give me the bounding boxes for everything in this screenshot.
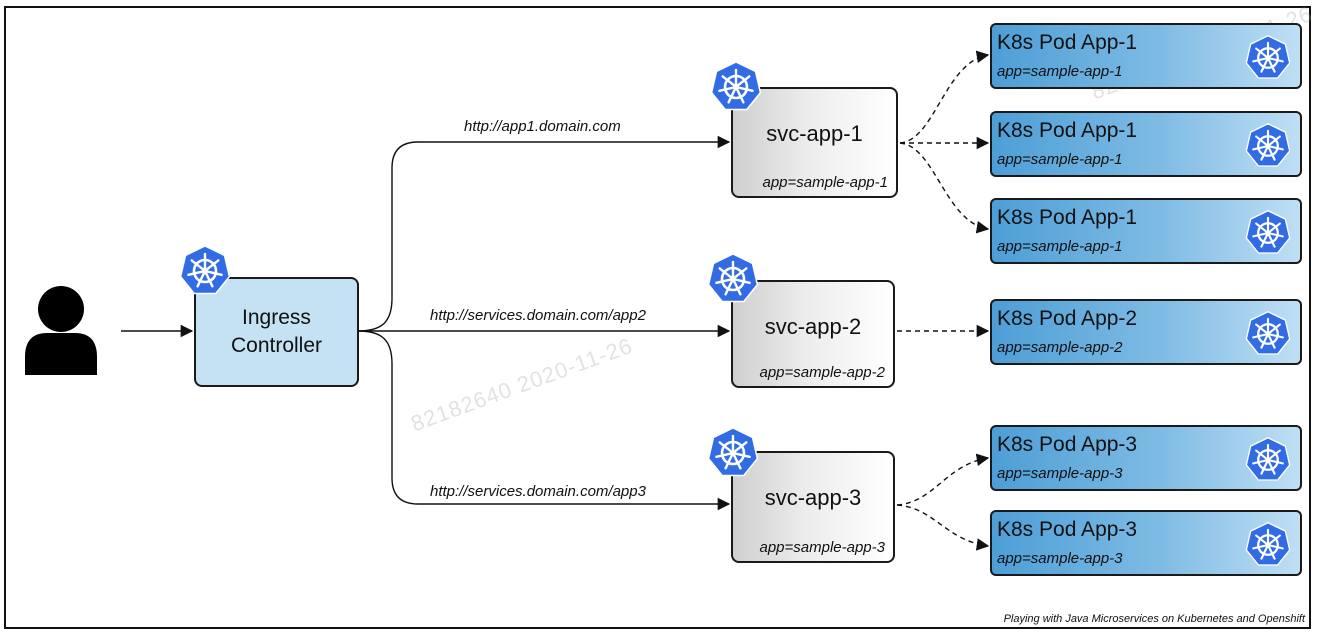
pod-box: K8s Pod App-3 app=sample-app-3 [990, 425, 1302, 491]
kubernetes-helm-icon [1245, 34, 1291, 80]
pod-name: K8s Pod App-1 [997, 206, 1138, 229]
route-url-app1: http://app1.domain.com [464, 118, 621, 135]
pod-box: K8s Pod App-2 app=sample-app-2 [990, 299, 1302, 365]
kubernetes-helm-icon [710, 60, 762, 111]
pod-selector: app=sample-app-1 [997, 63, 1123, 80]
service-box-app3: svc-app-3 app=sample-app-3 [731, 451, 895, 563]
svc1-to-pod3-arrow [899, 142, 990, 234]
route-arrow-app1 [357, 135, 731, 332]
pod-name: K8s Pod App-1 [997, 31, 1138, 54]
pod-box: K8s Pod App-1 app=sample-app-1 [990, 198, 1302, 264]
pod-name: K8s Pod App-2 [997, 307, 1138, 330]
pod-name: K8s Pod App-3 [997, 518, 1138, 541]
svc1-to-pod1-arrow [899, 50, 990, 144]
svc3-to-pod6-arrow [896, 504, 990, 551]
pod-selector: app=sample-app-2 [997, 339, 1123, 356]
service-box-app2: svc-app-2 app=sample-app-2 [731, 280, 895, 388]
pod-name: K8s Pod App-1 [997, 119, 1138, 142]
kubernetes-helm-icon [707, 252, 759, 303]
footer-caption: Playing with Java Microservices on Kuber… [1003, 613, 1305, 625]
kubernetes-helm-icon [1245, 436, 1291, 482]
svc3-to-pod5-arrow [896, 453, 990, 506]
service-name: svc-app-1 [766, 121, 863, 146]
ingress-label-line1: Ingress [242, 306, 311, 329]
pod-box: K8s Pod App-1 app=sample-app-1 [990, 23, 1302, 89]
kubernetes-helm-icon [1245, 122, 1291, 168]
pod-name: K8s Pod App-3 [997, 433, 1138, 456]
kubernetes-helm-icon [707, 426, 759, 477]
service-name: svc-app-3 [764, 485, 862, 510]
pod-selector: app=sample-app-1 [997, 151, 1123, 168]
pod-selector: app=sample-app-3 [997, 465, 1123, 482]
kubernetes-helm-icon [1245, 521, 1291, 567]
pod-box: K8s Pod App-1 app=sample-app-1 [990, 111, 1302, 177]
route-url-app3: http://services.domain.com/app3 [430, 483, 646, 500]
ingress-label-line2: Controller [230, 334, 323, 357]
ingress-controller-box: Ingress Controller [194, 277, 359, 387]
pod-box: K8s Pod App-3 app=sample-app-3 [990, 510, 1302, 576]
kubernetes-helm-icon [1245, 310, 1291, 356]
pod-selector: app=sample-app-1 [997, 238, 1123, 255]
route-url-app2: http://services.domain.com/app2 [430, 307, 646, 324]
pod-selector: app=sample-app-3 [997, 550, 1123, 567]
route-arrow-app3 [357, 330, 731, 511]
user-silhouette-icon [25, 286, 97, 375]
kubernetes-helm-icon [1245, 209, 1291, 255]
diagram-frame [4, 6, 1311, 629]
kubernetes-helm-icon [179, 244, 231, 295]
service-name: svc-app-2 [764, 314, 862, 339]
service-box-app1: svc-app-1 app=sample-app-1 [731, 87, 898, 198]
service-selector: app=sample-app-3 [759, 539, 885, 556]
service-selector: app=sample-app-2 [759, 364, 885, 381]
service-selector: app=sample-app-1 [762, 174, 888, 191]
